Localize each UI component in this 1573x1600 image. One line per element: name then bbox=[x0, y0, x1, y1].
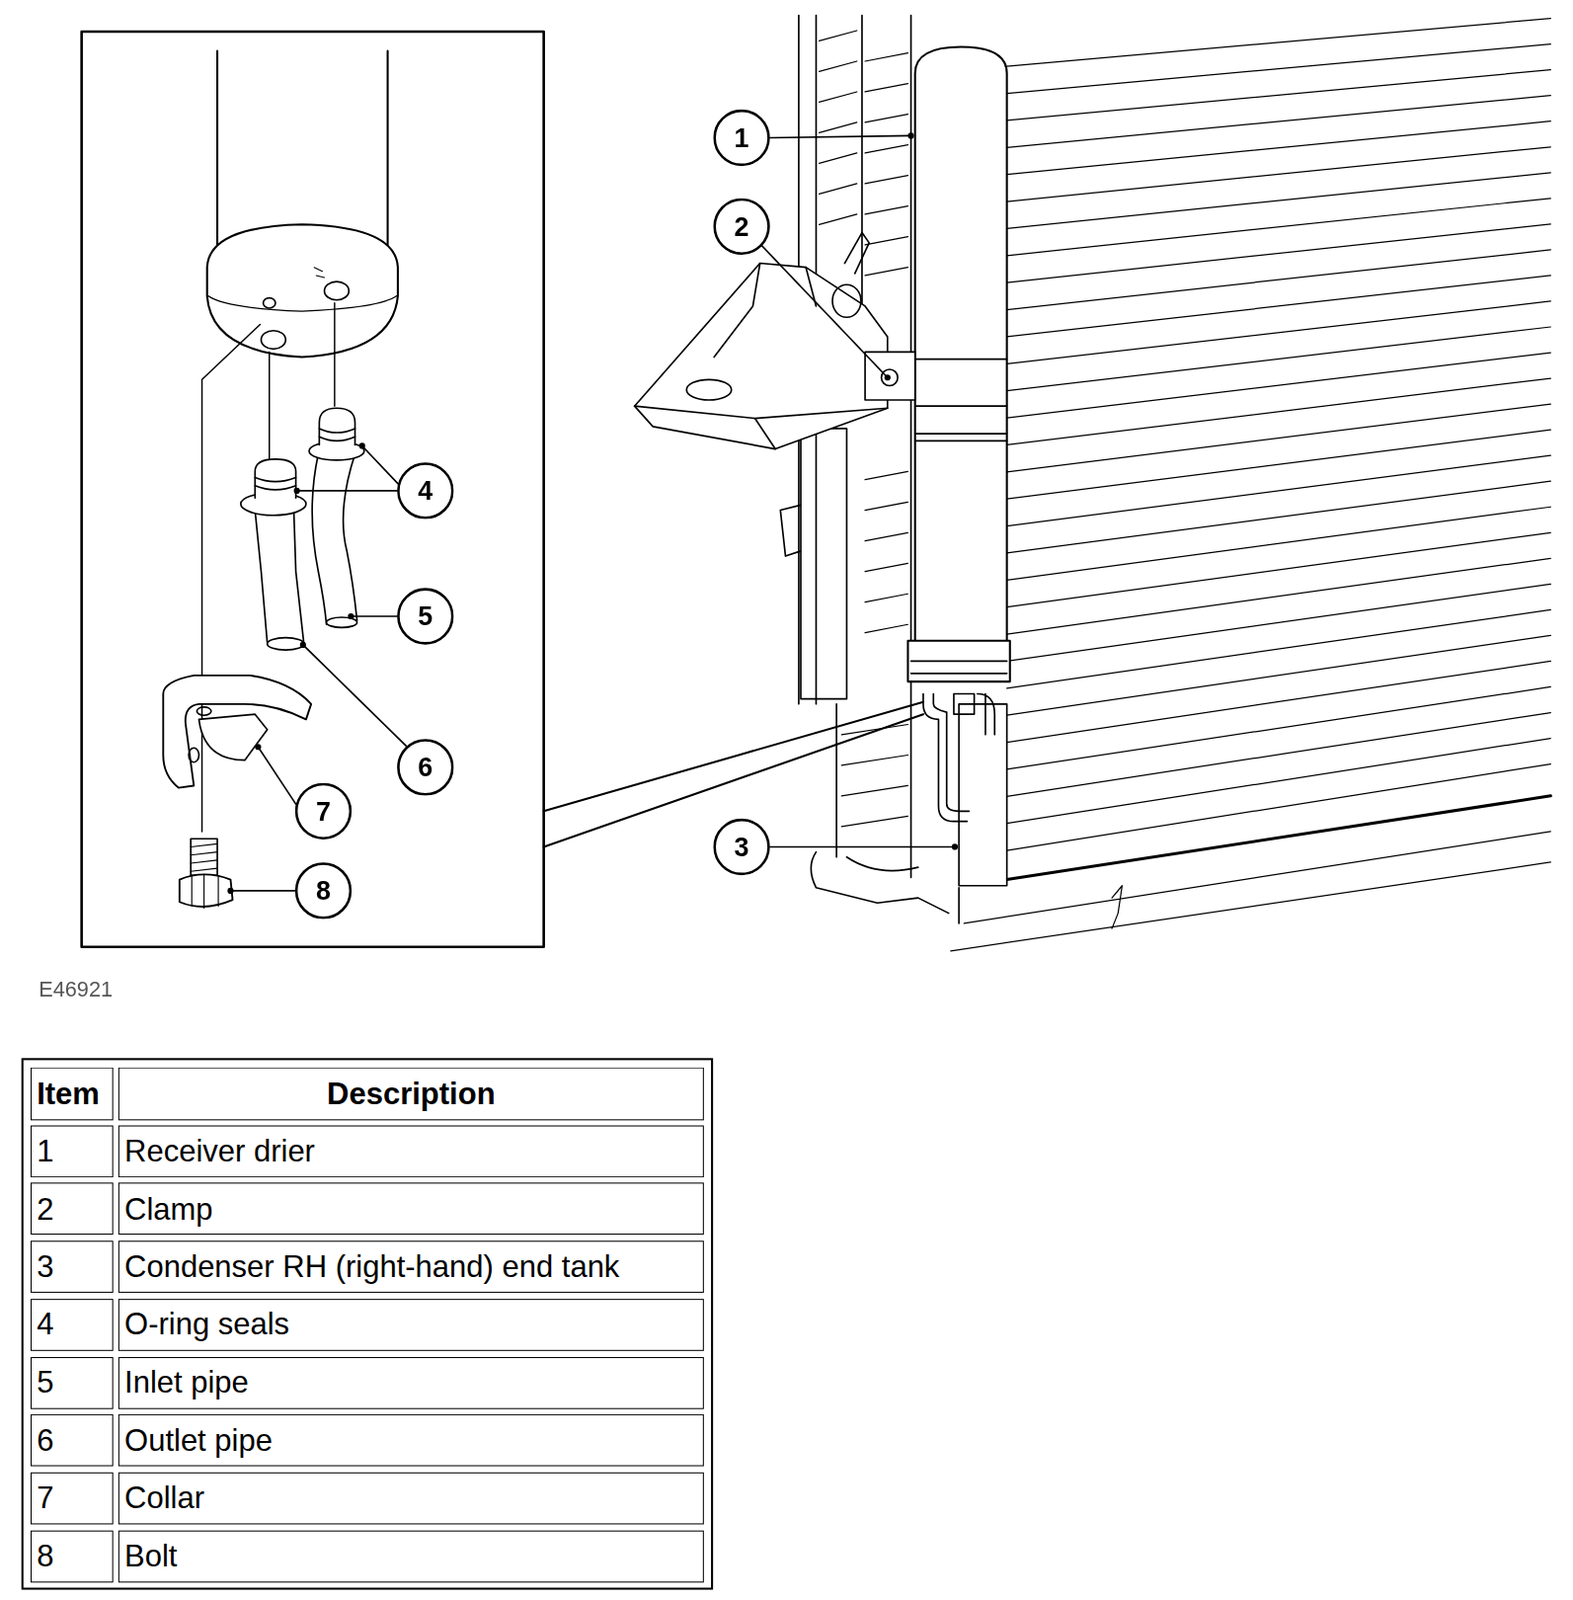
callout-ring bbox=[296, 784, 351, 839]
part-description: Inlet pipe bbox=[119, 1364, 249, 1400]
callout-circle: 1 bbox=[712, 109, 771, 167]
table-cell: O-ring seals bbox=[118, 1298, 705, 1351]
callout-number: 8 bbox=[315, 876, 331, 904]
table-cell: Collar bbox=[118, 1472, 705, 1525]
table-cell: Condenser RH (right-hand) end tank bbox=[118, 1240, 705, 1293]
part-description: Condenser RH (right-hand) end tank bbox=[119, 1249, 620, 1284]
callout-number: 4 bbox=[417, 476, 433, 504]
callout-ring bbox=[714, 819, 770, 874]
table-header-cell: Item bbox=[30, 1067, 114, 1121]
callout-ring bbox=[296, 864, 351, 919]
table-cell: 8 bbox=[30, 1529, 114, 1582]
callout-circle: 2 bbox=[712, 197, 771, 255]
callout-circle: 4 bbox=[396, 462, 455, 520]
callout-number: 5 bbox=[417, 603, 433, 630]
callout-circle: 8 bbox=[295, 862, 353, 920]
callout-number: 2 bbox=[734, 213, 750, 240]
item-number: 5 bbox=[31, 1364, 54, 1400]
callout-ring bbox=[397, 464, 453, 519]
callout-ring bbox=[397, 589, 453, 644]
part-description: Bolt bbox=[119, 1538, 178, 1573]
table-cell: 5 bbox=[30, 1356, 114, 1410]
table-cell: Bolt bbox=[118, 1529, 705, 1582]
table-cell: Clamp bbox=[118, 1182, 705, 1236]
part-description: Outlet pipe bbox=[119, 1422, 273, 1458]
part-description: Receiver drier bbox=[119, 1133, 315, 1169]
callout-circle: 3 bbox=[712, 818, 771, 876]
table-cell: 1 bbox=[30, 1124, 114, 1178]
item-number: 7 bbox=[31, 1480, 54, 1515]
callout-ring bbox=[714, 199, 770, 254]
item-number: 3 bbox=[31, 1249, 54, 1284]
table-heading: Item bbox=[31, 1076, 100, 1111]
item-number: 2 bbox=[31, 1191, 54, 1227]
part-description: O-ring seals bbox=[119, 1307, 290, 1342]
table-cell: Outlet pipe bbox=[118, 1414, 705, 1467]
callout-number: 1 bbox=[734, 124, 750, 152]
table-cell: 6 bbox=[30, 1414, 114, 1467]
figure-code: E46921 bbox=[38, 977, 113, 1002]
item-number: 1 bbox=[31, 1133, 54, 1169]
table-cell: 3 bbox=[30, 1240, 114, 1293]
callout-ring bbox=[397, 740, 453, 795]
table-heading: Description bbox=[326, 1076, 495, 1111]
callout-ring bbox=[714, 110, 770, 165]
table-cell: Inlet pipe bbox=[118, 1356, 705, 1410]
callout-circle: 6 bbox=[396, 738, 455, 796]
callout-number: 7 bbox=[315, 797, 331, 825]
table-cell: Receiver drier bbox=[118, 1124, 705, 1178]
item-number: 4 bbox=[31, 1307, 54, 1342]
part-description: Collar bbox=[119, 1480, 205, 1515]
table-cell: 4 bbox=[30, 1298, 114, 1351]
table-cell: 7 bbox=[30, 1472, 114, 1525]
callout-number: 3 bbox=[734, 833, 750, 861]
item-number: 6 bbox=[31, 1422, 54, 1458]
item-number: 8 bbox=[31, 1538, 54, 1573]
table-header-cell: Description bbox=[118, 1067, 705, 1121]
callout-circle: 7 bbox=[295, 782, 353, 840]
callout-number: 6 bbox=[417, 753, 433, 781]
table-cell: 2 bbox=[30, 1182, 114, 1236]
callout-circle: 5 bbox=[396, 587, 455, 645]
part-description: Clamp bbox=[119, 1191, 214, 1227]
